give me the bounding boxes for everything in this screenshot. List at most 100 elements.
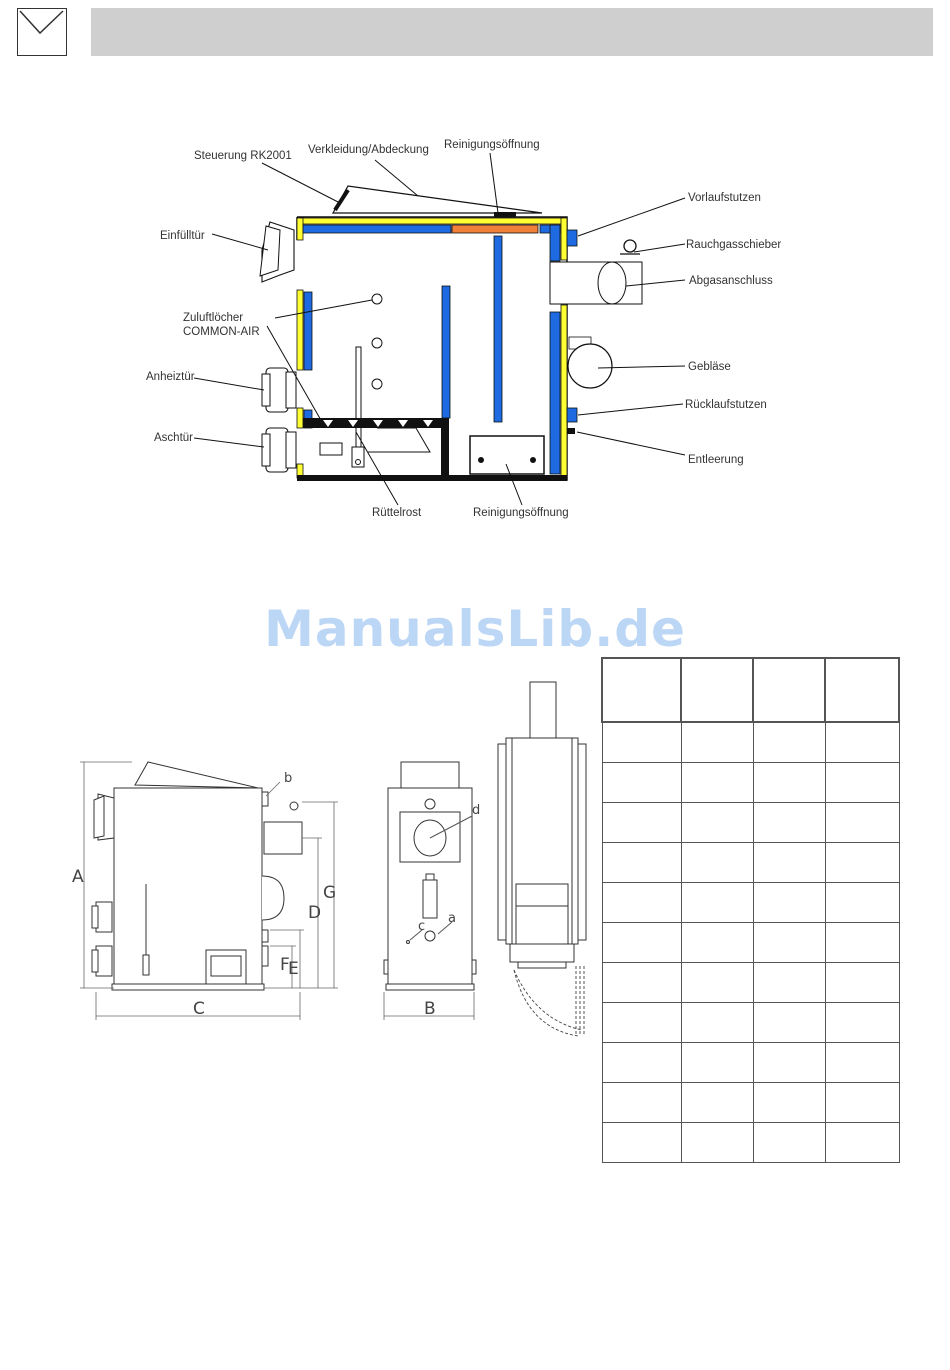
label-filling-door: Einfülltür: [160, 230, 205, 242]
table-row: [601, 922, 900, 963]
cleaning-opening-top: [451, 224, 539, 234]
table-cell: [752, 1042, 826, 1083]
table-cell: [752, 922, 826, 963]
table-cell: [824, 802, 900, 843]
table-cell: [680, 882, 754, 923]
dim-label-a: A: [72, 867, 84, 887]
label-air-holes: Zuluftlöcher: [183, 312, 243, 324]
shaker-grate: [303, 418, 441, 428]
table-cell: [824, 1002, 900, 1043]
table-cell: [752, 1082, 826, 1123]
dim-label-c: C: [193, 999, 205, 1019]
table-cell: [601, 721, 682, 763]
dim-label-b-small: b: [284, 771, 292, 786]
filling-door: [259, 221, 295, 283]
label-flue-outlet: Abgasanschluss: [689, 275, 773, 287]
table-header-cell: [680, 657, 754, 723]
table-cell: [601, 962, 682, 1003]
label-shaker-grate: Rüttelrost: [372, 507, 422, 519]
label-cleaning-bottom: Reinigungsöffnung: [473, 507, 569, 519]
table-cell: [752, 842, 826, 883]
rear-view: [383, 761, 477, 991]
label-flue-damper: Rauchgasschieber: [686, 239, 781, 251]
table-cell: [601, 922, 682, 963]
label-flow-connector: Vorlaufstutzen: [688, 192, 761, 204]
table-cell: [680, 1002, 754, 1043]
controller-panel: [333, 188, 350, 212]
flue-pipe: [597, 261, 627, 305]
table-cell: [752, 882, 826, 923]
label-kindling-door: Anheiztür: [146, 371, 195, 383]
table-header-cell: [824, 657, 900, 723]
table-cell: [680, 762, 754, 803]
table-cell: [601, 802, 682, 843]
table-cell: [601, 1082, 682, 1123]
table-cell: [824, 882, 900, 923]
label-blower: Gebläse: [688, 361, 731, 373]
dim-label-d-small: d: [472, 803, 480, 818]
flow-connector: [566, 229, 578, 247]
dim-label-d: D: [308, 903, 321, 923]
dim-label-g: G: [323, 883, 336, 903]
table-cell: [680, 802, 754, 843]
insulation-left: [296, 289, 304, 371]
table-cell: [752, 721, 826, 763]
logo-mark-icon: [19, 10, 64, 35]
table-cell: [824, 842, 900, 883]
side-dimension-lines: [80, 761, 338, 1020]
label-cover: Verkleidung/Abdeckung: [308, 144, 429, 156]
table-row: [601, 1082, 900, 1123]
table-row: [601, 962, 900, 1003]
ash-door: [261, 427, 297, 473]
label-cleaning-top: Reinigungsöffnung: [444, 139, 540, 151]
table-cell: [680, 962, 754, 1003]
table-header-row: [601, 657, 900, 723]
table-cell: [680, 1122, 754, 1163]
table-cell: [752, 1002, 826, 1043]
table-header-cell: [752, 657, 826, 723]
air-hole: [371, 337, 383, 349]
table-cell: [680, 721, 754, 763]
table-cell: [601, 1042, 682, 1083]
table-row: [601, 802, 900, 843]
table-cell: [680, 1082, 754, 1123]
table-cell: [752, 962, 826, 1003]
base-plate: [297, 475, 567, 481]
table-cell: [824, 1042, 900, 1083]
blower-fan-icon: [567, 343, 613, 389]
dim-label-b: B: [424, 999, 436, 1019]
table-cell: [601, 1002, 682, 1043]
boiler-cutaway-diagram: Steuerung RK2001 Verkleidung/Abdeckung R…: [146, 139, 781, 519]
table-cell: [601, 762, 682, 803]
header-bar: [91, 8, 933, 56]
table-cell: [824, 762, 900, 803]
dimension-drawings: A C G D F E b B d a c: [72, 681, 587, 1037]
table-row: [601, 1002, 900, 1043]
table-cell: [824, 962, 900, 1003]
watermark: ManualsLib.de: [264, 600, 686, 658]
logo: [17, 8, 67, 56]
label-ash-door: Aschtür: [154, 432, 193, 444]
ash-pan: [319, 442, 343, 456]
table-cell: [752, 802, 826, 843]
dim-label-c-small: c: [418, 919, 425, 934]
label-return-connector: Rücklaufstutzen: [685, 399, 767, 411]
dim-label-a-small: a: [448, 911, 456, 926]
dim-label-e: E: [288, 959, 299, 979]
table-cell: [680, 922, 754, 963]
table-cell: [680, 842, 754, 883]
water-jacket-top: [302, 224, 452, 234]
table-row: [601, 842, 900, 883]
table-header-cell: [601, 657, 682, 723]
table-cell: [824, 1082, 900, 1123]
table-row: [601, 1122, 900, 1163]
table-cell: [824, 922, 900, 963]
air-hole: [371, 293, 383, 305]
table-row: [601, 721, 900, 763]
kindling-door: [261, 367, 297, 413]
table-row: [601, 1042, 900, 1083]
spec-table: [601, 657, 900, 1163]
table-cell: [601, 882, 682, 923]
door-swing-arcs: [513, 966, 585, 1037]
table-cell: [601, 1122, 682, 1163]
